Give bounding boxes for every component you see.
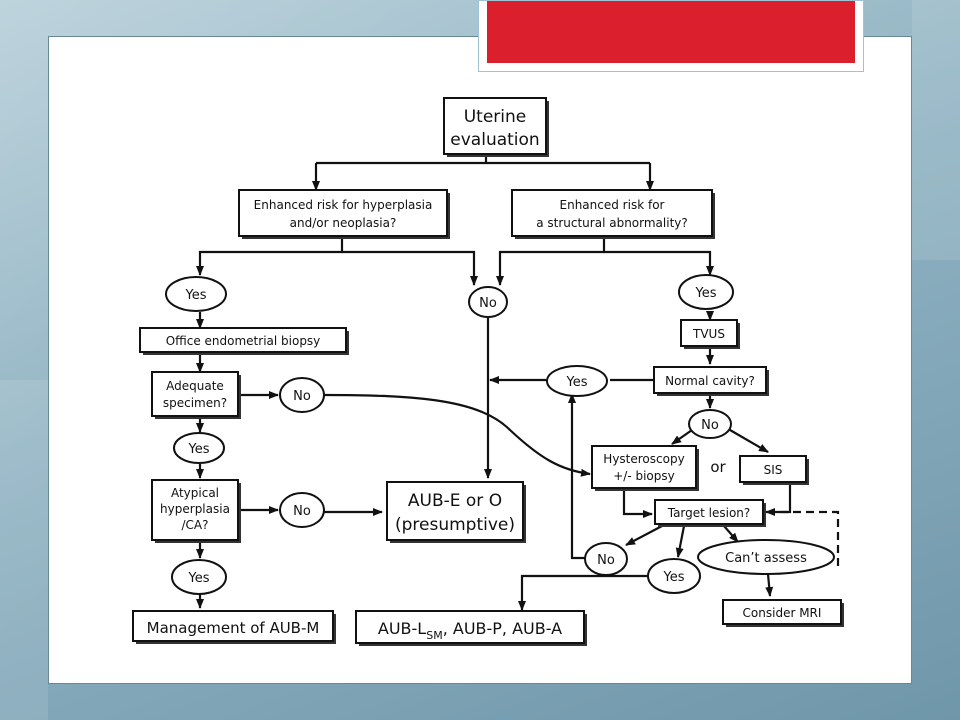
aub-eo-box: AUB-E or O (presumptive) bbox=[386, 481, 526, 543]
aub-result-part2: , AUB-P, AUB-A bbox=[443, 619, 562, 638]
no-center-node: No bbox=[468, 286, 508, 318]
yes-specimen-label: Yes bbox=[188, 442, 210, 457]
yes-specimen-node: Yes bbox=[173, 432, 225, 464]
or-label: or bbox=[710, 458, 726, 476]
target-lesion-label: Target lesion? bbox=[667, 506, 751, 520]
risk-hyperplasia-line2: and/or neoplasia? bbox=[290, 216, 397, 230]
no-target-node: No bbox=[584, 542, 628, 576]
aub-eo-line2: (presumptive) bbox=[395, 515, 515, 535]
no-cavity-node: No bbox=[688, 409, 732, 439]
management-aubm-box: Management of AUB-M bbox=[132, 610, 336, 644]
uterine-evaluation-line1: Uterine bbox=[464, 107, 527, 127]
consider-mri-label: Consider MRI bbox=[743, 606, 822, 620]
atypical-box: Atypical hyperplasia /CA? bbox=[151, 479, 241, 543]
title-banner bbox=[487, 1, 855, 63]
atypical-line2: hyperplasia bbox=[160, 502, 230, 516]
no-specimen-label: No bbox=[293, 389, 311, 404]
background-decoration bbox=[0, 380, 48, 720]
cant-assess-node: Can’t assess bbox=[697, 539, 835, 575]
risk-structural-line2: a structural abnormality? bbox=[536, 216, 688, 230]
title-banner-frame bbox=[478, 0, 864, 72]
aub-result-box: AUB-LSM, AUB-P, AUB-A bbox=[355, 610, 587, 646]
yes-target-label: Yes bbox=[663, 570, 685, 585]
risk-structural-box: Enhanced risk for a structural abnormali… bbox=[511, 189, 715, 239]
atypical-line3: /CA? bbox=[182, 518, 209, 532]
uterine-evaluation-line2: evaluation bbox=[450, 130, 539, 150]
target-lesion-box: Target lesion? bbox=[654, 499, 766, 527]
adequate-specimen-line1: Adequate bbox=[166, 379, 224, 393]
no-specimen-node: No bbox=[279, 377, 325, 413]
adequate-specimen-box: Adequate specimen? bbox=[151, 371, 241, 419]
consider-mri-box: Consider MRI bbox=[722, 599, 844, 627]
uterine-evaluation-box: Uterine evaluation bbox=[443, 97, 549, 157]
yes-left-label: Yes bbox=[185, 288, 207, 303]
cant-assess-label: Can’t assess bbox=[725, 551, 807, 566]
adequate-specimen-line2: specimen? bbox=[163, 396, 227, 410]
tvus-box: TVUS bbox=[680, 319, 740, 349]
normal-cavity-label: Normal cavity? bbox=[665, 374, 755, 388]
yes-target-node: Yes bbox=[647, 558, 701, 594]
hysteroscopy-box: Hysteroscopy +/- biopsy bbox=[591, 445, 699, 491]
risk-hyperplasia-box: Enhanced risk for hyperplasia and/or neo… bbox=[238, 189, 450, 239]
yes-right-label: Yes bbox=[695, 286, 717, 301]
tvus-label: TVUS bbox=[692, 327, 725, 341]
no-target-label: No bbox=[597, 553, 615, 568]
office-biopsy-label: Office endometrial biopsy bbox=[166, 334, 321, 348]
yes-cavity-node: Yes bbox=[546, 365, 608, 397]
background-decoration bbox=[912, 0, 960, 260]
atypical-line1: Atypical bbox=[171, 486, 219, 500]
yes-atypical-label: Yes bbox=[188, 571, 210, 586]
no-center-label: No bbox=[479, 296, 497, 311]
risk-hyperplasia-line1: Enhanced risk for hyperplasia bbox=[254, 198, 433, 212]
office-biopsy-box: Office endometrial biopsy bbox=[139, 327, 349, 355]
hysteroscopy-line2: +/- biopsy bbox=[613, 469, 675, 483]
aub-result-part1: AUB-L bbox=[378, 619, 426, 638]
no-atypical-label: No bbox=[293, 504, 311, 519]
management-aubm-label: Management of AUB-M bbox=[147, 619, 320, 637]
sis-box: SIS bbox=[739, 455, 809, 485]
aub-result-label: AUB-LSM, AUB-P, AUB-A bbox=[378, 619, 562, 642]
normal-cavity-box: Normal cavity? bbox=[653, 366, 769, 396]
yes-right-node: Yes bbox=[678, 274, 734, 310]
no-atypical-node: No bbox=[279, 492, 325, 528]
yes-atypical-node: Yes bbox=[171, 559, 227, 595]
aub-result-subscript: SM bbox=[426, 629, 442, 642]
risk-structural-line1: Enhanced risk for bbox=[560, 198, 665, 212]
aub-eo-line1: AUB-E or O bbox=[408, 491, 502, 511]
sis-label: SIS bbox=[764, 463, 783, 477]
connectors bbox=[196, 155, 840, 611]
no-cavity-label: No bbox=[701, 418, 719, 433]
hysteroscopy-line1: Hysteroscopy bbox=[603, 452, 684, 466]
yes-cavity-label: Yes bbox=[566, 375, 588, 390]
yes-left-node: Yes bbox=[165, 276, 227, 312]
